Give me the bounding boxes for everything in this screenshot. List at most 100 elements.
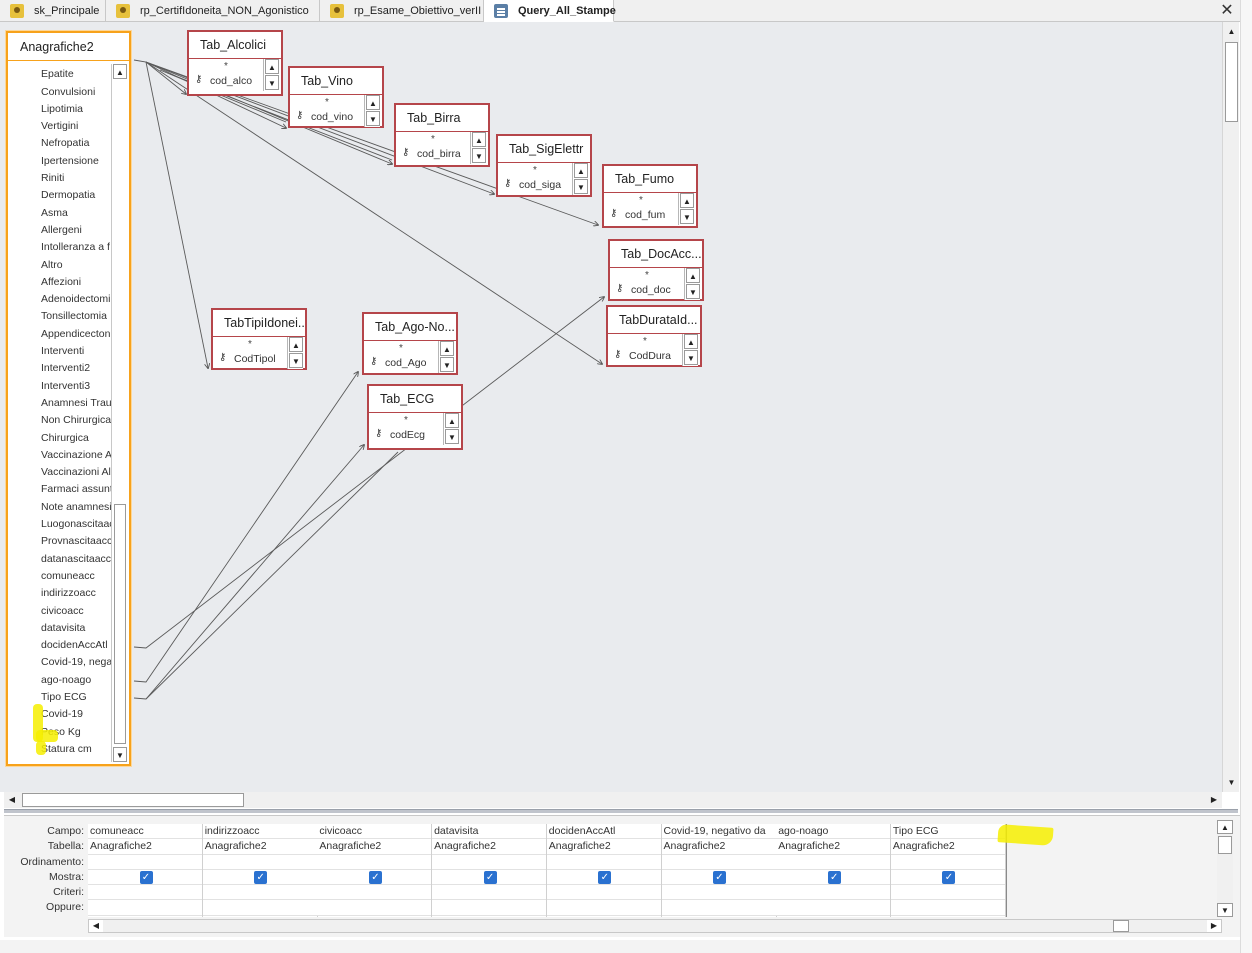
table-scrollbar[interactable]: ▲▼ [684, 268, 700, 300]
checkbox-checked-icon[interactable]: ✓ [713, 870, 726, 884]
scroll-thumb[interactable] [1113, 920, 1129, 932]
field-item[interactable]: Peso Kg [41, 725, 81, 738]
all-fields-item[interactable]: * [643, 336, 647, 347]
field-item[interactable]: Convulsioni [41, 85, 96, 98]
table-box[interactable]: Tab_Alcolici*⚷cod_alco▲▼ [187, 30, 283, 96]
field-item[interactable]: Appendicecton [41, 327, 111, 340]
table-field-list[interactable]: *⚷CodDura▲▼ [610, 334, 698, 366]
field-item[interactable]: Vaccinazioni Al [41, 466, 111, 479]
criteri-cell[interactable] [661, 885, 776, 901]
oppure-cell[interactable] [890, 900, 1005, 916]
query-design-canvas[interactable]: Anagrafiche2 DiabeteEpatiteConvulsioniLi… [0, 22, 1222, 792]
ordinamento-cell[interactable] [661, 854, 776, 870]
ordinamento-cell[interactable] [776, 854, 891, 870]
field-item[interactable]: comuneacc [41, 569, 95, 582]
mostra-cell[interactable]: ✓ [776, 869, 891, 886]
table-title[interactable]: Anagrafiche2 [8, 33, 129, 61]
scroll-up-icon[interactable]: ▲ [684, 334, 698, 349]
table-scrollbar[interactable]: ▲▼ [572, 163, 588, 195]
field-list[interactable]: DiabeteEpatiteConvulsioniLipotimiaVertig… [8, 61, 112, 763]
table-title[interactable]: Tab_Ago-No... [364, 314, 456, 341]
scroll-up-icon[interactable]: ▲ [472, 132, 486, 147]
table-title[interactable]: Tab_Alcolici [189, 32, 281, 59]
all-fields-item[interactable]: * [639, 195, 643, 206]
table-field-list[interactable]: *⚷cod_Ago▲▼ [366, 341, 454, 373]
oppure-cell[interactable] [546, 900, 661, 916]
table-scrollbar[interactable]: ▲▼ [287, 337, 303, 369]
checkbox-checked-icon[interactable]: ✓ [942, 870, 956, 884]
table-field-list[interactable]: *⚷cod_alco▲▼ [191, 59, 279, 91]
all-fields-item[interactable]: * [533, 165, 537, 176]
table-box[interactable]: TabTipiIdonei...*⚷CodTipol▲▼ [211, 308, 307, 370]
oppure-cell[interactable] [432, 900, 547, 916]
grid-vertical-scrollbar[interactable]: ▲ ▼ [1217, 820, 1233, 917]
all-fields-item[interactable]: * [404, 415, 408, 426]
tabella-cell[interactable]: Anagrafiche2 [88, 839, 202, 855]
table-field-list[interactable]: *⚷cod_doc▲▼ [612, 268, 700, 300]
field-item[interactable]: datanascitaacc [41, 552, 112, 565]
field-item[interactable]: Interventi [41, 345, 85, 358]
field-item[interactable]: Intolleranza a f [41, 241, 110, 254]
table-scrollbar[interactable]: ▲▼ [682, 334, 698, 366]
field-item[interactable]: CodDura [629, 350, 672, 362]
table-box[interactable]: Tab_SigElettr*⚷cod_siga▲▼ [496, 134, 592, 197]
scroll-thumb[interactable] [1218, 836, 1232, 854]
tab-query-all-stampe[interactable]: Query_All_Stampe [484, 0, 616, 22]
field-item[interactable]: cod_siga [519, 179, 562, 191]
field-item[interactable]: docidenAccAtl [41, 639, 108, 652]
scroll-down-icon[interactable]: ▼ [265, 75, 279, 90]
campo-cell[interactable]: comuneacc [88, 824, 202, 840]
table-field-list[interactable]: *⚷CodTipol▲▼ [215, 337, 303, 369]
field-list-scrollbar[interactable]: ▲ ▼ [111, 64, 127, 762]
field-item[interactable]: Luogonascitaac [41, 518, 112, 531]
table-field-list[interactable]: *⚷codEcg▲▼ [371, 413, 459, 445]
table-title[interactable]: Tab_ECG [369, 386, 461, 413]
field-item[interactable]: cod_Ago [385, 357, 427, 369]
campo-cell[interactable]: docidenAccAtl [546, 824, 661, 840]
field-item[interactable]: CodTipol [234, 353, 276, 365]
field-item[interactable]: codEcg [390, 429, 426, 441]
criteri-cell[interactable] [546, 885, 661, 901]
table-box[interactable]: Tab_Ago-No...*⚷cod_Ago▲▼ [362, 312, 458, 375]
oppure-cell[interactable] [776, 900, 891, 916]
field-item[interactable]: civicoacc [41, 604, 84, 617]
checkbox-checked-icon[interactable]: ✓ [827, 870, 841, 884]
grid-horizontal-scrollbar[interactable]: ◀ ▶ [88, 919, 1222, 933]
scroll-up-icon[interactable]: ▲ [574, 163, 588, 178]
tabella-cell[interactable]: Anagrafiche2 [432, 839, 547, 855]
field-item[interactable]: Ipertensione [41, 154, 99, 167]
scroll-down-icon[interactable]: ▼ [680, 209, 694, 224]
field-item[interactable]: Provnascitaacc [41, 535, 112, 548]
mostra-cell[interactable]: ✓ [432, 869, 547, 886]
tab-rp-certif-idoneita[interactable]: rp_CertifIdoneita_NON_Agonistico [106, 0, 320, 22]
field-item[interactable]: Riniti [41, 172, 65, 185]
tabella-cell[interactable]: Anagrafiche2 [776, 839, 891, 855]
checkbox-checked-icon[interactable]: ✓ [368, 870, 382, 884]
ordinamento-cell[interactable] [317, 854, 432, 870]
tab-sk-principale[interactable]: sk_Principale [0, 0, 106, 22]
all-fields-item[interactable]: * [248, 339, 252, 350]
all-fields-item[interactable]: * [431, 134, 435, 145]
scroll-up-icon[interactable]: ▲ [686, 268, 700, 283]
field-item[interactable]: Note anamnesi [41, 500, 112, 513]
scroll-thumb[interactable] [22, 793, 244, 807]
field-item[interactable]: Covid-19, nega [41, 656, 112, 669]
field-item[interactable]: Affezioni [41, 275, 82, 288]
pane-splitter[interactable] [4, 809, 1238, 813]
ordinamento-cell[interactable] [546, 854, 661, 870]
field-item[interactable]: Asma [41, 206, 68, 219]
scroll-down-icon[interactable]: ▼ [1217, 903, 1233, 917]
tabella-cell[interactable]: Anagrafiche2 [202, 839, 317, 855]
table-scrollbar[interactable]: ▲▼ [438, 341, 454, 373]
table-title[interactable]: Tab_Fumo [604, 166, 696, 193]
scroll-up-icon[interactable]: ▲ [113, 64, 127, 79]
oppure-cell[interactable] [202, 900, 317, 916]
tab-rp-esame-obiettivo[interactable]: rp_Esame_Obiettivo_verII [320, 0, 484, 22]
scroll-up-icon[interactable]: ▲ [680, 193, 694, 208]
field-item[interactable]: ago-noago [41, 673, 92, 686]
scroll-right-icon[interactable]: ▶ [1210, 795, 1218, 804]
mostra-cell[interactable]: ✓ [890, 869, 1005, 886]
